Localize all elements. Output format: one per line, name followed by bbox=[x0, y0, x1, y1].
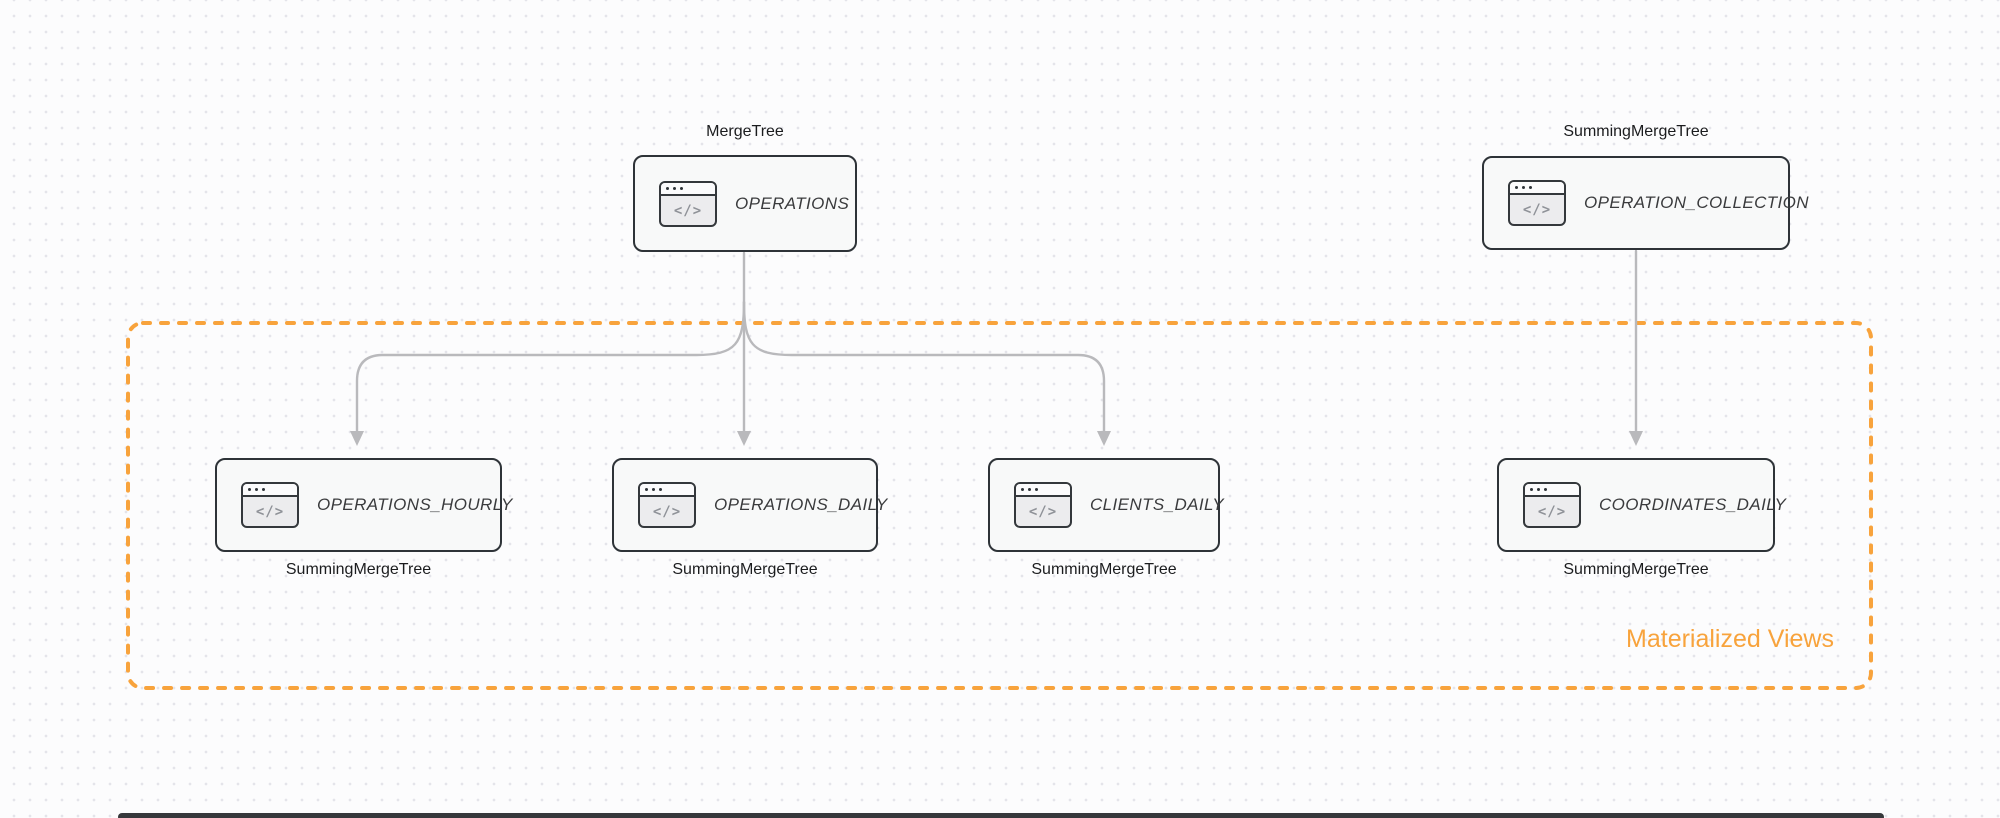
code-window-icon: </> bbox=[1014, 482, 1072, 528]
engine-label-summingmergetree: SummingMergeTree bbox=[285, 561, 432, 578]
node-operation-collection[interactable]: </> OPERATION_COLLECTION bbox=[1482, 156, 1809, 250]
node-title: CLIENTS_DAILY bbox=[1090, 495, 1225, 514]
materialized-views-caption: Materialized Views bbox=[1626, 625, 1834, 653]
node-operations-daily[interactable]: </> OPERATIONS_DAILY bbox=[612, 458, 887, 552]
node-title: COORDINATES_DAILY bbox=[1599, 495, 1787, 514]
node-title: OPERATION_COLLECTION bbox=[1584, 193, 1809, 212]
engine-label-summingmergetree: SummingMergeTree bbox=[672, 561, 818, 578]
bottom-partial-element bbox=[118, 813, 1884, 818]
node-clients-daily[interactable]: </> CLIENTS_DAILY bbox=[988, 458, 1224, 552]
code-window-icon: </> bbox=[1508, 180, 1566, 226]
node-title: OPERATIONS_DAILY bbox=[714, 495, 888, 514]
node-title: OPERATIONS bbox=[735, 193, 850, 213]
arrowheads bbox=[350, 431, 1643, 446]
node-coordinates-daily[interactable]: </> COORDINATES_DAILY bbox=[1497, 458, 1786, 552]
edge-operations-to-operations-hourly bbox=[355, 300, 746, 435]
node-operations[interactable]: </> OPERATIONS bbox=[633, 155, 857, 252]
arrowhead-icon bbox=[737, 431, 751, 446]
engine-label-summingmergetree: SummingMergeTree bbox=[1563, 123, 1709, 140]
code-window-icon: </> bbox=[638, 482, 696, 528]
arrowhead-icon bbox=[1629, 431, 1643, 446]
node-title: OPERATIONS_HOURLY bbox=[317, 495, 513, 514]
code-window-icon: </> bbox=[241, 482, 299, 528]
node-operations-hourly[interactable]: </> OPERATIONS_HOURLY bbox=[215, 458, 512, 552]
engine-label-mergetree: MergeTree bbox=[706, 123, 784, 140]
arrowhead-icon bbox=[1097, 431, 1111, 446]
edge-operations-to-clients-daily bbox=[742, 300, 1106, 435]
code-window-icon: </> bbox=[1523, 482, 1581, 528]
arrowhead-icon bbox=[350, 431, 364, 446]
engine-label-summingmergetree: SummingMergeTree bbox=[1563, 561, 1709, 578]
engine-label-summingmergetree: SummingMergeTree bbox=[1031, 561, 1177, 578]
code-window-icon: </> bbox=[659, 180, 717, 227]
